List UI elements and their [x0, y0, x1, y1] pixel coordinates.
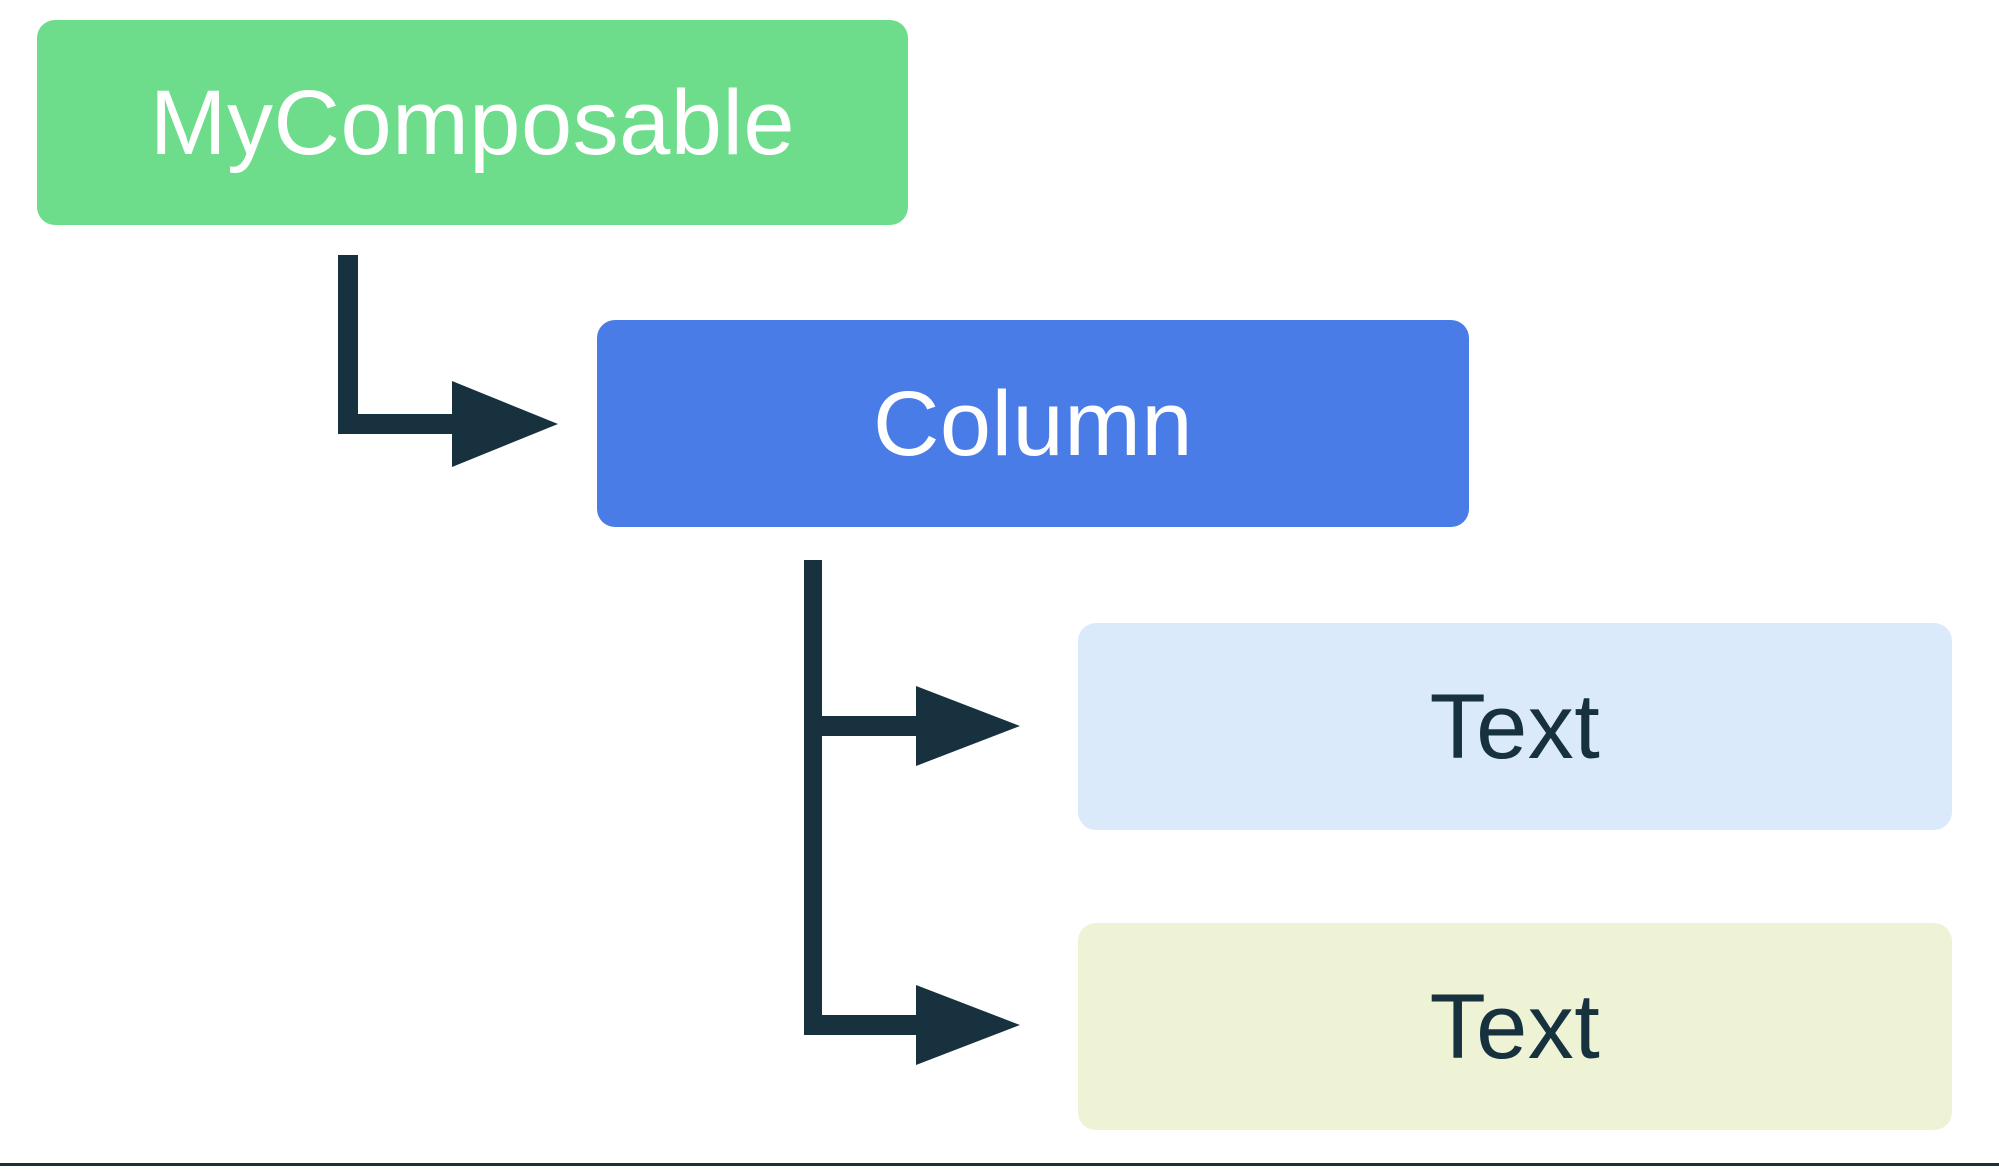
node-my-composable-label: MyComposable — [149, 71, 796, 174]
node-column[interactable]: Column — [597, 320, 1469, 527]
edge-column-to-text-2-icon — [804, 985, 1020, 1065]
node-column-label: Column — [872, 372, 1193, 475]
edge-root-to-column-icon — [338, 255, 558, 467]
node-text-first[interactable]: Text — [1078, 623, 1952, 830]
node-text-second-label: Text — [1429, 975, 1601, 1078]
node-text-first-label: Text — [1429, 675, 1601, 778]
node-text-second[interactable]: Text — [1078, 923, 1952, 1130]
baseline-divider — [0, 1163, 1999, 1166]
edge-column-to-text-1-icon — [804, 560, 1020, 1035]
node-my-composable[interactable]: MyComposable — [37, 20, 908, 225]
